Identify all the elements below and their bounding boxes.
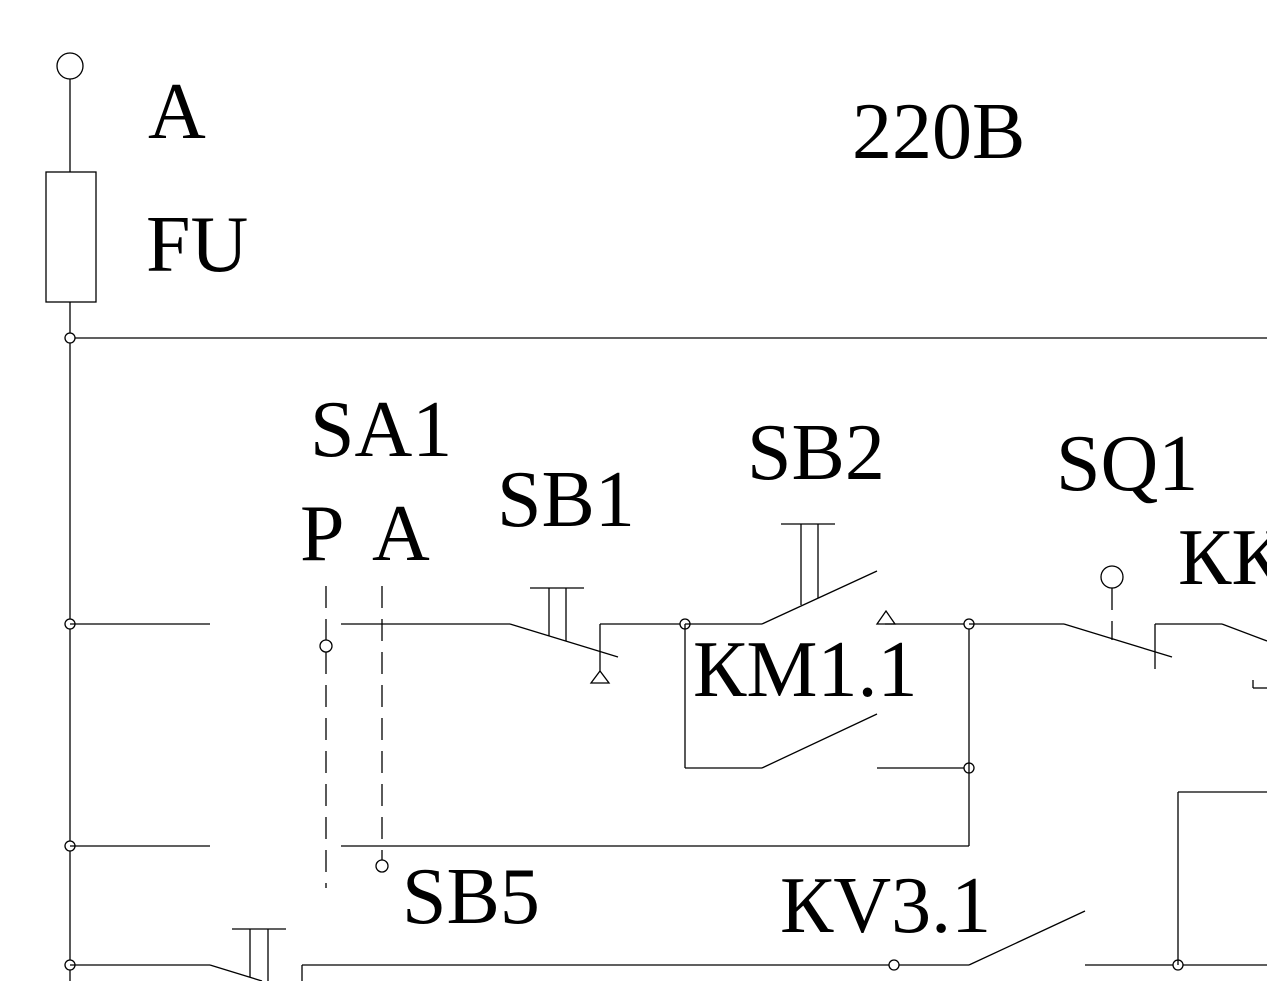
sb1-pushbutton [509, 587, 685, 684]
sb5-label: SB5 [402, 853, 540, 941]
sb2-label: SB2 [747, 409, 885, 497]
sa1-selector-switch [319, 586, 389, 888]
sb2-pushbutton [679, 523, 969, 630]
rung-3 [64, 791, 1267, 981]
junction-node [888, 959, 900, 971]
voltage-label: 220В [852, 88, 1026, 176]
rung-1 [64, 523, 1267, 888]
sb1-label: SB1 [497, 456, 635, 544]
km1-1-label: КМ1.1 [693, 626, 918, 714]
sb5-pushbutton [209, 928, 969, 981]
sa1-position-p-label: Р [300, 490, 345, 578]
phase-label: A [148, 68, 206, 156]
fuse-label: FU [146, 201, 249, 289]
fuse-symbol [45, 171, 97, 303]
kv3-1-label: КV3.1 [780, 862, 992, 950]
phase-terminal [56, 52, 84, 80]
kv3-1-contact [968, 791, 1267, 971]
kk-relay-contact [1221, 623, 1267, 689]
sa1-label: SA1 [310, 386, 453, 474]
rung-2 [64, 840, 969, 852]
supply-rail [45, 52, 1267, 981]
km1-1-contact [684, 624, 975, 846]
sq1-limit-switch [963, 565, 1222, 669]
sq1-label: SQ1 [1056, 420, 1199, 508]
kk-label: КК [1178, 514, 1267, 602]
sa1-position-a-label: А [372, 490, 430, 578]
junction-node [64, 332, 76, 344]
